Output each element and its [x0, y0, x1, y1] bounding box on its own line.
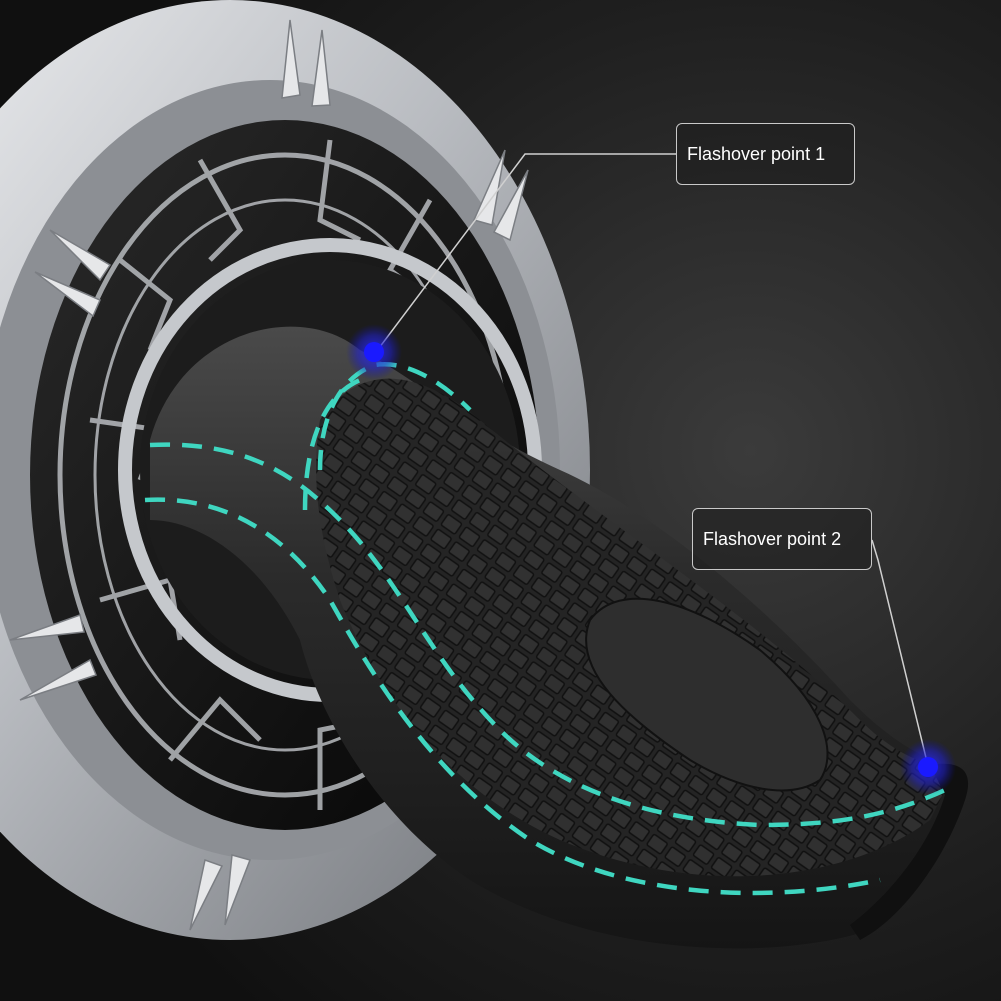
callout-label-flashover-1: Flashover point 1 — [676, 123, 855, 185]
leader-line-2 — [871, 539, 929, 767]
handle-grip — [150, 326, 969, 949]
flashover-marker-1 — [346, 324, 402, 380]
callout-label-flashover-2: Flashover point 2 — [692, 508, 872, 570]
flashover-marker-2 — [900, 739, 956, 795]
dashed-outline — [144, 361, 946, 896]
leader-line-1 — [375, 153, 676, 353]
leader-lines — [375, 153, 929, 767]
